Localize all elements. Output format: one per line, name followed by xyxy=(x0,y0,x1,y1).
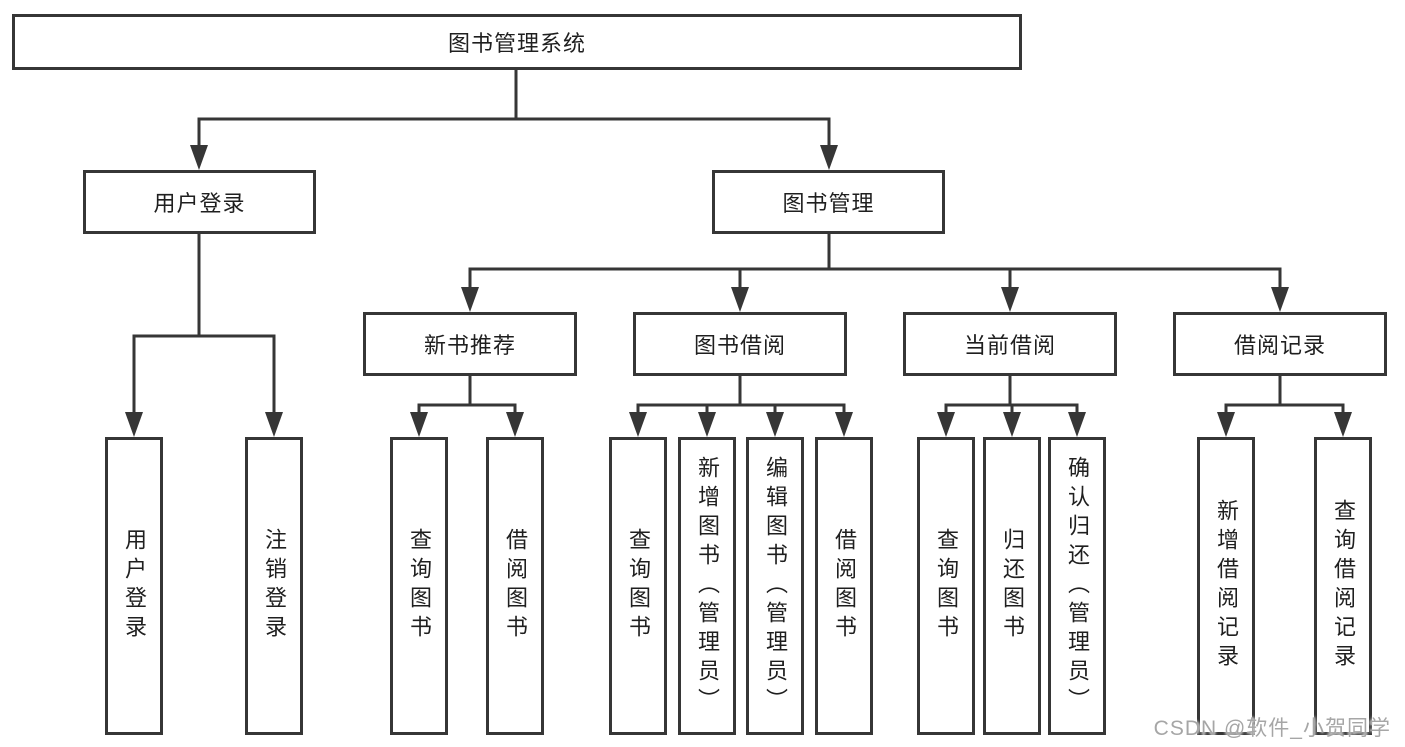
node-new-book-recommend: 新书推荐 xyxy=(363,312,577,376)
connector-newbook-to-children xyxy=(417,374,517,420)
node-borrow-records: 借阅记录 xyxy=(1173,312,1387,376)
arrowhead-icon xyxy=(629,412,647,437)
arrowheads xyxy=(125,145,1352,437)
arrowhead-icon xyxy=(506,412,524,437)
node-root-label: 图书管理系统 xyxy=(447,31,586,56)
arrowhead-icon xyxy=(1003,412,1021,437)
arrowhead-icon xyxy=(766,412,784,437)
node-book-borrow: 图书借阅 xyxy=(633,312,847,376)
arrowhead-icon xyxy=(835,412,853,437)
arrowhead-icon xyxy=(1001,287,1019,312)
node-user-login-label: 用户登录 xyxy=(153,191,246,216)
node-book-borrow-label: 图书借阅 xyxy=(693,333,786,358)
leaf-current-confirm-return-admin: 确认归还（管理员） xyxy=(1048,437,1106,735)
leaf-current-return-books-label: 归还图书 xyxy=(1000,528,1025,644)
leaf-borrow-add-books-admin-label: 新增图书（管理员） xyxy=(695,455,720,717)
leaf-records-add-record: 新增借阅记录 xyxy=(1197,437,1255,735)
arrowhead-icon xyxy=(125,412,143,437)
node-book-management: 图书管理 xyxy=(712,170,945,234)
leaf-records-query-record: 查询借阅记录 xyxy=(1314,437,1372,735)
leaf-logout: 注销登录 xyxy=(245,437,303,735)
leaf-borrow-borrow-books-label: 借阅图书 xyxy=(832,528,857,644)
leaf-newbook-query-books-label: 查询图书 xyxy=(407,528,432,644)
arrowhead-icon xyxy=(265,412,283,437)
leaf-newbook-borrow-books: 借阅图书 xyxy=(486,437,544,735)
arrowhead-icon xyxy=(1271,287,1289,312)
leaf-borrow-borrow-books: 借阅图书 xyxy=(815,437,873,735)
node-root: 图书管理系统 xyxy=(12,14,1022,70)
connector-bookmgmt-to-level3 xyxy=(468,231,1282,294)
leaf-borrow-edit-books-admin: 编辑图书（管理员） xyxy=(746,437,804,735)
arrowhead-icon xyxy=(698,412,716,437)
leaf-user-login: 用户登录 xyxy=(105,437,163,735)
arrowhead-icon xyxy=(461,287,479,312)
connector-currentborrow-to-children xyxy=(944,374,1079,420)
arrowhead-icon xyxy=(1217,412,1235,437)
node-current-borrow: 当前借阅 xyxy=(903,312,1117,376)
leaf-current-query-books: 查询图书 xyxy=(917,437,975,735)
connector-root-to-level2 xyxy=(197,68,831,152)
leaf-borrow-query-books-label: 查询图书 xyxy=(626,528,651,644)
arrowhead-icon xyxy=(731,287,749,312)
leaf-newbook-borrow-books-label: 借阅图书 xyxy=(503,528,528,644)
arrowhead-icon xyxy=(190,145,208,170)
node-current-borrow-label: 当前借阅 xyxy=(963,333,1056,358)
node-new-book-recommend-label: 新书推荐 xyxy=(423,333,516,358)
leaf-borrow-edit-books-admin-label: 编辑图书（管理员） xyxy=(763,455,788,717)
leaf-records-add-record-label: 新增借阅记录 xyxy=(1214,499,1239,673)
node-user-login: 用户登录 xyxy=(83,170,316,234)
leaf-current-return-books: 归还图书 xyxy=(983,437,1041,735)
leaf-logout-label: 注销登录 xyxy=(262,528,287,644)
connector-userlogin-to-children xyxy=(132,231,276,419)
node-borrow-records-label: 借阅记录 xyxy=(1233,333,1326,358)
csdn-watermark: CSDN @软件_小贺同学 xyxy=(1153,717,1391,740)
node-book-management-label: 图书管理 xyxy=(782,191,875,216)
arrowhead-icon xyxy=(820,145,838,170)
arrowhead-icon xyxy=(410,412,428,437)
leaf-borrow-add-books-admin: 新增图书（管理员） xyxy=(678,437,736,735)
arrowhead-icon xyxy=(937,412,955,437)
leaf-borrow-query-books: 查询图书 xyxy=(609,437,667,735)
leaf-records-query-record-label: 查询借阅记录 xyxy=(1331,499,1356,673)
connector-records-to-children xyxy=(1224,374,1345,420)
leaf-newbook-query-books: 查询图书 xyxy=(390,437,448,735)
leaf-user-login-label: 用户登录 xyxy=(122,528,147,644)
leaf-current-query-books-label: 查询图书 xyxy=(934,528,959,644)
arrowhead-icon xyxy=(1068,412,1086,437)
leaf-current-confirm-return-admin-label: 确认归还（管理员） xyxy=(1065,455,1090,717)
connector-bookborrow-to-children xyxy=(636,374,846,420)
arrowhead-icon xyxy=(1334,412,1352,437)
